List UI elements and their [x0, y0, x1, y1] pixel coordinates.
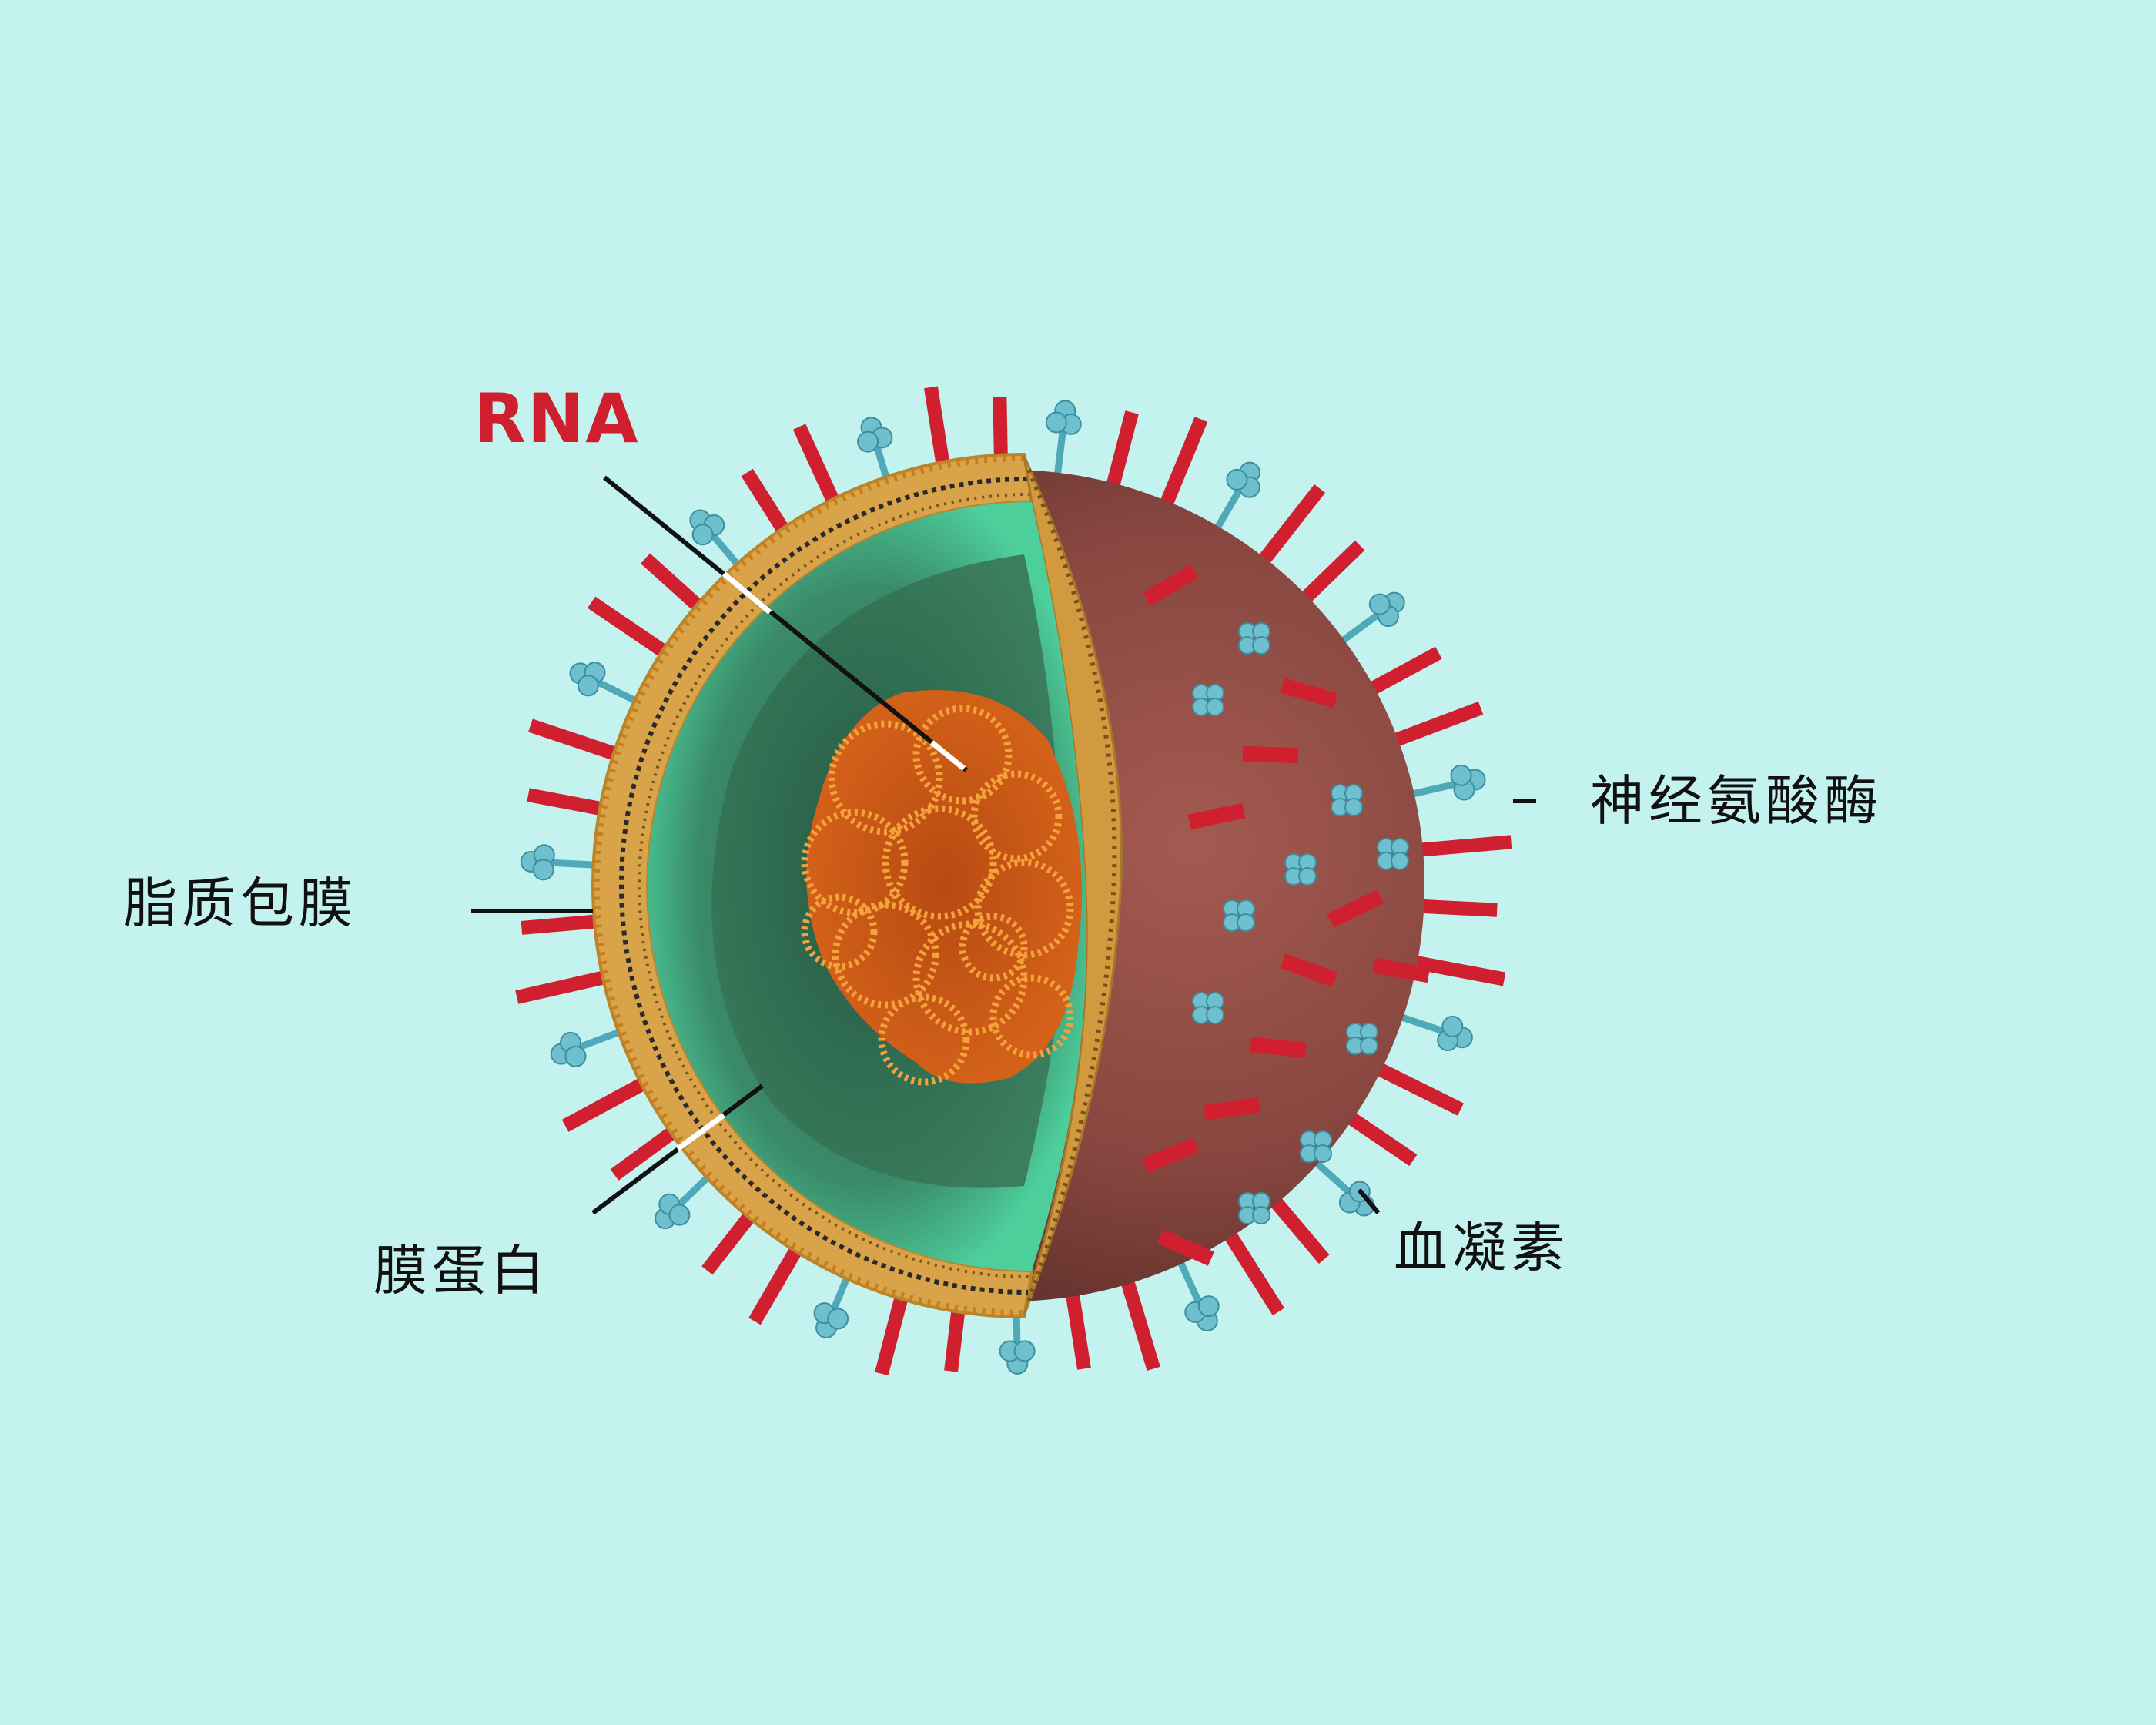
- neuraminidase-knob: [577, 675, 599, 697]
- hemagglutinin-spike: [1119, 1274, 1160, 1371]
- hemagglutinin-spike: [521, 913, 603, 935]
- hemagglutinin-spike: [1408, 954, 1506, 986]
- neuraminidase-surface-knob: [1391, 852, 1409, 870]
- rna-strand-loop: [912, 705, 1013, 805]
- neuraminidase-surface-knob: [1252, 636, 1270, 655]
- hemagglutinin-spike: [528, 718, 624, 763]
- hemagglutinin-surface-bar: [1203, 1097, 1261, 1120]
- hemagglutinin-surface-bar: [1141, 1137, 1200, 1173]
- lipid-bilayer-line: [619, 477, 1029, 1295]
- hemagglutinin-surface-bar: [1280, 953, 1338, 987]
- neuraminidase-knob: [857, 430, 879, 453]
- lipid-envelope-label: 脂质包膜: [123, 872, 357, 935]
- rna-strand-loop: [974, 859, 1074, 959]
- neuraminidase-knob: [668, 1204, 691, 1226]
- neuraminidase-knob: [1368, 593, 1391, 615]
- cut-edge-dots: [1026, 468, 1117, 1303]
- lipid-outer-beads: [592, 454, 1025, 1318]
- rna-strand-loop: [878, 993, 970, 1086]
- rna-leader-line: [603, 475, 968, 772]
- hemagglutinin-surface-bar: [1142, 564, 1199, 606]
- hemagglutinin-surface-bar: [1187, 802, 1246, 830]
- hemagglutinin-leader-line: [1357, 1188, 1381, 1214]
- hemagglutinin-label: 血凝素: [1394, 1216, 1569, 1279]
- hemagglutinin-surface-bar: [1250, 1037, 1307, 1058]
- hemagglutinin-spike: [1415, 899, 1498, 917]
- hemagglutinin-spike: [527, 788, 609, 817]
- neuraminidase-knob: [1045, 411, 1067, 434]
- hemagglutinin-spike: [1104, 410, 1139, 493]
- hemagglutinin-spike: [1297, 540, 1365, 607]
- neuraminidase-knob: [1013, 1340, 1036, 1362]
- hemagglutinin-surface-bar: [1157, 1229, 1214, 1266]
- neuraminidase-surface-knob: [1237, 913, 1255, 932]
- surface-protein-dots: [1141, 564, 1431, 1266]
- neuraminidase-knob: [1450, 764, 1472, 786]
- membrane-protein-label: 膜蛋白: [373, 1239, 549, 1302]
- neuraminidase-knob: [827, 1308, 849, 1330]
- neuraminidase-label: 神经氨酸酶: [1590, 769, 1883, 832]
- rna-strand-loop: [828, 720, 943, 836]
- neuraminidase-knob: [532, 859, 554, 881]
- hemagglutinin-spike: [1388, 701, 1484, 749]
- rna-leader-line-white: [721, 571, 772, 615]
- rna-strand-loop: [970, 770, 1063, 862]
- hemagglutinin-surface-bar: [1372, 957, 1431, 983]
- membrane-protein-leader-line: [591, 1084, 764, 1215]
- neuraminidase-surface-knob: [1206, 1006, 1224, 1024]
- rna-strand-loop: [882, 805, 997, 920]
- rna-leader-line-white2: [929, 740, 966, 771]
- rna-coil-mass: [801, 690, 1082, 1086]
- hemagglutinin-spike: [641, 553, 711, 618]
- rna-strand-loop: [989, 974, 1074, 1059]
- hemagglutinin-spike: [1221, 1226, 1285, 1316]
- hemagglutinin-spike: [1414, 835, 1512, 858]
- neuraminidase-surface-knob: [1314, 1144, 1332, 1163]
- rna-label: RNA: [474, 379, 640, 458]
- hemagglutinin-spike: [1254, 484, 1326, 569]
- hemagglutinin-spike: [610, 1121, 684, 1181]
- neuraminidase-surface-knob: [1298, 867, 1317, 886]
- hemagglutinin-spike: [1342, 1109, 1418, 1167]
- neuraminidase-knob: [1226, 468, 1248, 491]
- membrane-protein-leader-white: [675, 1113, 726, 1151]
- rna-strand-loops: [801, 705, 1074, 1086]
- neuraminidase-surface-knob: [1360, 1037, 1378, 1055]
- neuraminidase-knob: [564, 1045, 587, 1067]
- rna-strand-loop: [801, 893, 878, 970]
- hemagglutinin-surface-bar: [1242, 745, 1299, 764]
- neuraminidase-knob: [1441, 1015, 1464, 1037]
- neuraminidase-surface-knob: [1252, 1206, 1270, 1224]
- hemagglutinin-spike: [1371, 1060, 1464, 1116]
- hemagglutinin-spike: [588, 596, 675, 662]
- hemagglutinin-spike: [1267, 1193, 1330, 1264]
- neuraminidase-surface-knob: [1206, 698, 1224, 716]
- hemagglutinin-spike: [561, 1074, 654, 1132]
- lipid-bilayer-line-inner: [638, 493, 1031, 1278]
- neuraminidase-knob: [691, 524, 714, 546]
- hemagglutinin-spike: [515, 969, 613, 1004]
- neuraminidase-surface-knob: [1344, 798, 1363, 816]
- rna-strand-loop: [959, 913, 1028, 982]
- rna-strand-loop: [832, 901, 939, 1009]
- hemagglutinin-spike: [1064, 1288, 1091, 1370]
- hemagglutinin-surface-bar: [1327, 889, 1384, 928]
- hemagglutinin-spike: [1364, 646, 1442, 698]
- neuraminidase-knob: [1197, 1295, 1220, 1318]
- hemagglutinin-spike: [1157, 417, 1208, 511]
- hemagglutinin-surface-bar: [1280, 678, 1338, 708]
